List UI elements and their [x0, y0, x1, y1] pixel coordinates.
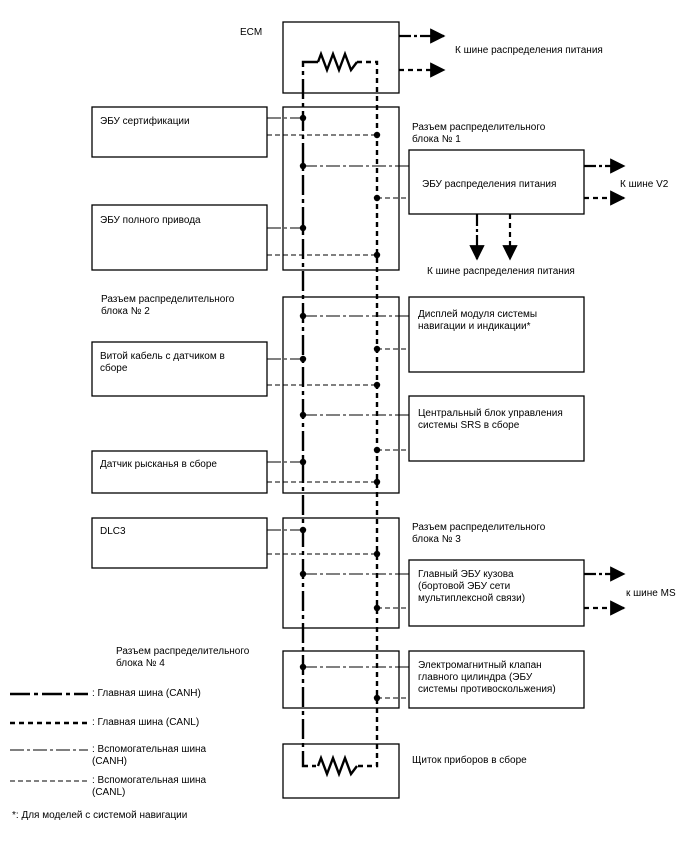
junction1-label: Разъем распределительного блока № 1	[412, 122, 546, 145]
awd-ecu-label: ЭБУ полного привода	[100, 215, 201, 226]
main-canl-bus	[357, 60, 379, 768]
footnote: *: Для моделей с системой навигации	[12, 810, 188, 821]
legend-main-canh: : Главная шина (CANH)	[92, 688, 201, 699]
spiral-cable-box	[91, 341, 268, 397]
power-bus-bottom-label: К шине распределения питания	[427, 266, 575, 277]
junction4-label: Разъем распределительного блока № 4	[116, 646, 250, 669]
legend-main-canl: : Главная шина (CANL)	[92, 717, 200, 728]
nav-display-box	[408, 296, 585, 373]
legend-sub-canh: : Вспомогательная шина (CANH)	[92, 744, 207, 767]
ecm-label: ECM	[240, 27, 263, 38]
ms-bus-label: к шине MS	[626, 588, 676, 599]
yaw-sensor-label: Датчик рысканья в сборе	[100, 459, 217, 470]
ecm-box	[282, 21, 400, 94]
power-bus-top-label: К шине распределения питания	[455, 45, 603, 56]
meter-label: Щиток приборов в сборе	[412, 755, 527, 766]
brake-valve-box	[408, 650, 585, 709]
junction-block-4	[282, 650, 400, 709]
sub-canh-lines	[267, 117, 409, 668]
junction-dots	[299, 114, 381, 702]
power-dist-ecu-label: ЭБУ распределения питания	[422, 179, 557, 190]
dlc3-box	[91, 517, 268, 569]
junction3-label: Разъем распределительного блока № 3	[412, 522, 546, 545]
brake-valve-label: Электромагнитный клапан главного цилиндр…	[418, 660, 556, 695]
awd-ecu-box	[91, 204, 268, 271]
main-body-ecu-label: Главный ЭБУ кузова (бортовой ЭБУ сети му…	[418, 569, 526, 604]
power-dist-ecu-box	[408, 149, 585, 215]
junction2-label: Разъем распределительного блока № 2	[101, 294, 235, 317]
nav-display-label: Дисплей модуля системы навигации и индик…	[418, 309, 538, 332]
yaw-sensor-box	[91, 450, 268, 494]
srs-unit-box	[408, 395, 585, 462]
bus-arrows	[399, 28, 626, 616]
v2-bus-label: К шине V2	[620, 179, 669, 190]
dlc3-label: DLC3	[100, 526, 126, 537]
junction-block-1	[282, 106, 400, 271]
legend-samples	[10, 692, 88, 782]
ecm-resistor	[316, 50, 358, 74]
cert-ecu-box	[91, 106, 268, 158]
main-body-ecu-box	[408, 559, 585, 627]
sub-canl-lines	[267, 134, 409, 699]
cert-ecu-label: ЭБУ сертификации	[100, 116, 190, 127]
srs-unit-label: Центральный блок управления системы SRS …	[418, 408, 563, 431]
meter-resistor	[316, 754, 358, 778]
legend-sub-canl: : Вспомогательная шина (CANL)	[92, 775, 207, 798]
spiral-cable-label: Витой кабель с датчиком в сборе	[100, 351, 225, 374]
